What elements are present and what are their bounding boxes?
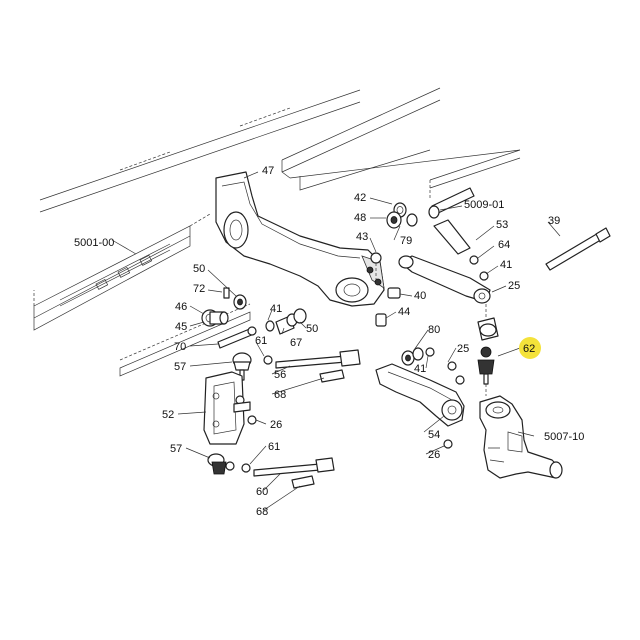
label-26-left: 26 <box>270 419 282 431</box>
tie-rod-end-part-57-upper <box>232 352 252 381</box>
label-41-upper: 41 <box>500 259 512 271</box>
label-64: 64 <box>498 239 510 251</box>
bushing-part-50-lower <box>293 308 307 324</box>
label-47: 47 <box>262 165 274 177</box>
shock-rod-upper <box>428 187 475 255</box>
label-25-upper: 25 <box>508 280 520 292</box>
washer-part-80 <box>401 347 424 366</box>
label-61-upper: 61 <box>255 335 267 347</box>
label-41-mid: 41 <box>270 303 282 315</box>
arm-balljoint <box>477 304 499 341</box>
label-68-lower: 68 <box>256 506 268 518</box>
label-62: 62 <box>523 343 535 355</box>
nut-part-43 <box>370 252 382 284</box>
nut-part-25-lower <box>447 361 465 385</box>
bolt-part-68-lower <box>291 475 315 489</box>
front-crossmember-part-47 <box>215 171 385 307</box>
bushing-part-46-45 <box>201 309 229 327</box>
part-labels: 47 42 48 5009-01 39 53 43 79 64 5001-00 … <box>74 165 584 518</box>
label-42: 42 <box>354 192 366 204</box>
washer-part-26-left <box>247 415 257 425</box>
label-56: 56 <box>274 369 286 381</box>
washer-part-79 <box>406 213 418 227</box>
lower-control-arm-part-54 <box>375 363 465 427</box>
washer-part-26-right <box>443 439 453 449</box>
tie-rod-part-60 <box>253 457 335 477</box>
label-52: 52 <box>162 409 174 421</box>
highlight-marker-62 <box>519 337 541 359</box>
tie-rod-end-part-57-lower <box>207 453 235 475</box>
label-39: 39 <box>548 215 560 227</box>
label-79: 79 <box>400 235 412 247</box>
rod-part-39 <box>545 227 611 271</box>
label-25-lower: 25 <box>457 343 469 355</box>
label-53: 53 <box>496 219 508 231</box>
bushing-part-48 <box>386 211 402 229</box>
nut-part-64 <box>469 255 479 265</box>
upper-control-arm-part-53 <box>398 255 491 304</box>
bolt-part-68-upper <box>319 369 345 383</box>
label-44: 44 <box>398 306 410 318</box>
label-68-upper: 68 <box>274 389 286 401</box>
tie-rod-part-56 <box>275 349 361 369</box>
washer-part-41-mid <box>265 320 275 332</box>
label-67: 67 <box>290 337 302 349</box>
ball-joint-part-62 <box>477 346 495 396</box>
label-70: 70 <box>174 341 186 353</box>
pin-part-72 <box>223 287 230 299</box>
label-43: 43 <box>356 231 368 243</box>
label-40: 40 <box>414 290 426 302</box>
nut-part-41-lower <box>425 347 435 357</box>
label-41-lower: 41 <box>414 363 426 375</box>
label-60: 60 <box>256 486 268 498</box>
label-50-lower: 50 <box>306 323 318 335</box>
label-48: 48 <box>354 212 366 224</box>
leader-lines <box>111 171 561 511</box>
label-26-right: 26 <box>428 449 440 461</box>
label-72: 72 <box>193 283 205 295</box>
bolt-part-70 <box>217 326 257 349</box>
bolt-part-44 <box>375 313 387 327</box>
label-61-lower: 61 <box>268 441 280 453</box>
label-5009-01: 5009-01 <box>464 199 504 211</box>
block-part-40 <box>387 287 401 299</box>
label-5007-10: 5007-10 <box>544 431 584 443</box>
label-46: 46 <box>175 301 187 313</box>
label-54: 54 <box>428 429 440 441</box>
washer-part-50-upper <box>233 294 247 310</box>
bracket-part-52 <box>203 371 251 445</box>
label-80: 80 <box>428 324 440 336</box>
frame-rail-right <box>281 87 521 200</box>
label-5001-00: 5001-00 <box>74 237 114 249</box>
label-57-lower: 57 <box>170 443 182 455</box>
nut-part-61-upper <box>263 355 273 365</box>
frame-rail-left <box>33 89 361 377</box>
label-45: 45 <box>175 321 187 333</box>
nut-part-61-lower <box>241 463 251 473</box>
label-50-upper: 50 <box>193 263 205 275</box>
steering-knuckle-5007-10 <box>479 395 563 479</box>
label-57-upper: 57 <box>174 361 186 373</box>
